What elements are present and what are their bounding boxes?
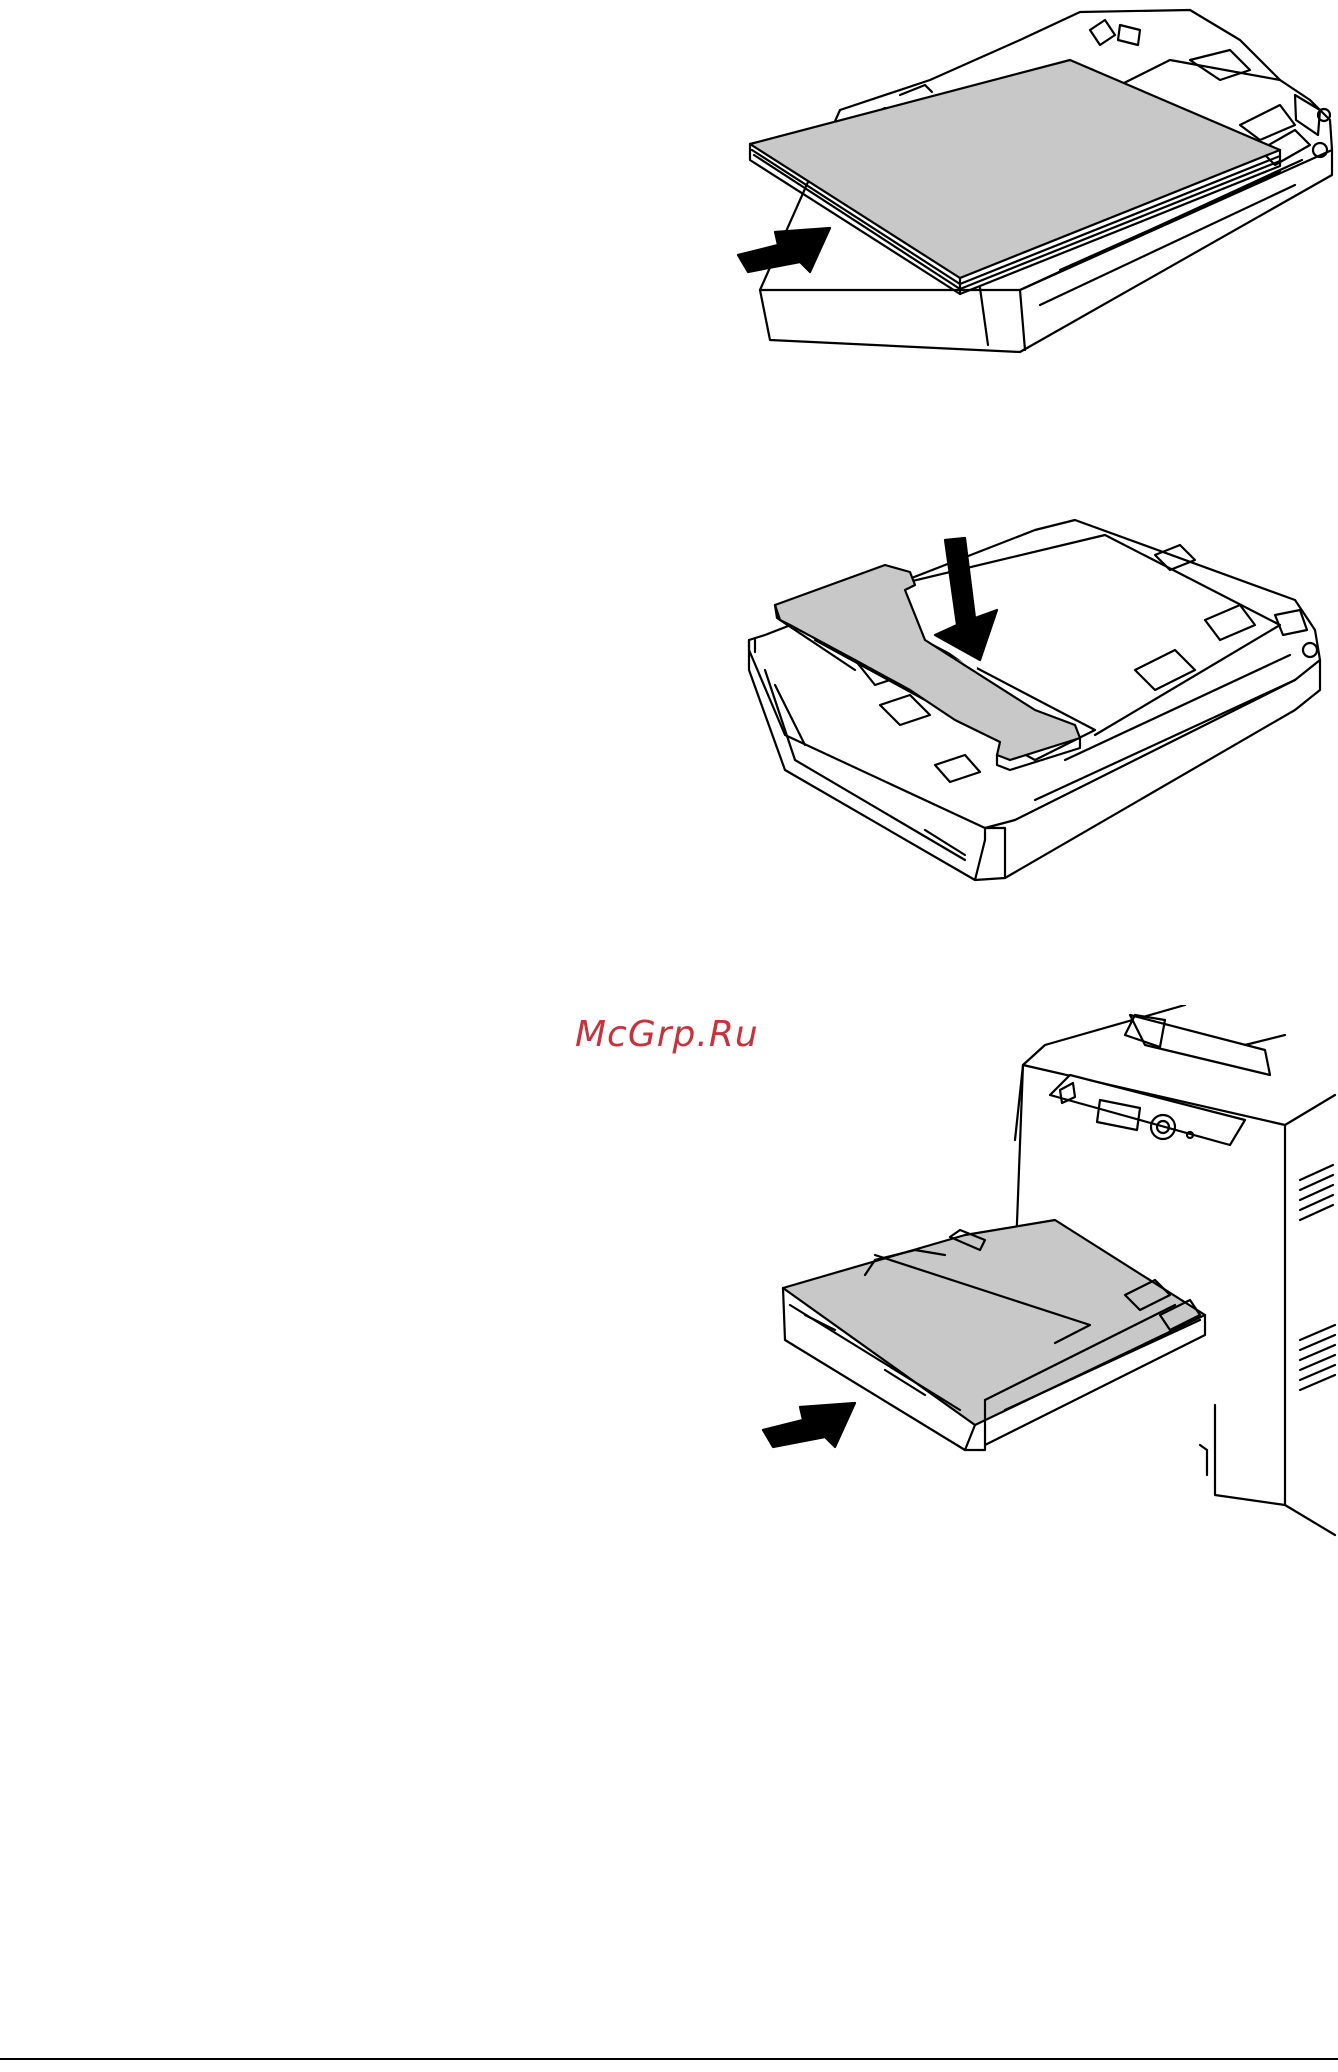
push-arrow-icon: [763, 1403, 855, 1447]
footer-divider: [0, 2058, 1338, 2060]
watermark-text: McGrp.Ru: [575, 1014, 785, 1055]
illustration-load-paper: [720, 0, 1336, 360]
paper-tray-drawing: [749, 520, 1320, 880]
illustration-insert-tray: [745, 1005, 1338, 1545]
illustration-attach-cover: [735, 510, 1335, 890]
